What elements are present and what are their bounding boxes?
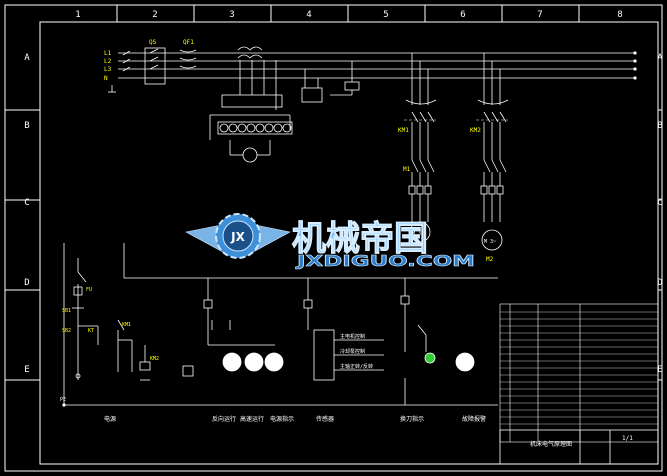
zone-number: 4 (306, 10, 311, 20)
bus-label-l1: L1 (104, 50, 112, 57)
zone-letter: C (657, 198, 662, 208)
relay-text: 冷却泵控制 (340, 348, 365, 355)
zone-letters-right: A B C D E (657, 53, 663, 375)
label-km2-coil: KM2 (150, 356, 159, 362)
drawing-frame (4, 4, 663, 472)
control-labels-left: FU SB1 SB2 KT KM1 KM2 (62, 287, 159, 362)
title-main: 机床电气原理图 (530, 440, 572, 448)
indicator-lamps-1 (222, 352, 284, 372)
lamp-branch-2 (400, 278, 427, 405)
relay-module (303, 278, 384, 381)
motor-2-label: M 3~ (484, 239, 496, 245)
zone-letter: C (24, 198, 29, 208)
zone-number: 8 (617, 10, 622, 20)
label-qs: QS (149, 39, 157, 46)
motor-1-symbol (409, 221, 431, 243)
label-high-speed-run: 高速运行 (240, 415, 264, 423)
label-fu: FU (86, 287, 92, 293)
zone-letter: A (657, 53, 663, 63)
fault-lamp (455, 352, 475, 372)
zone-ticks-side (5, 109, 662, 381)
label-km1-coil: KM1 (122, 322, 131, 328)
label-m1: M1 (403, 166, 411, 173)
label-qf: QF1 (183, 39, 194, 46)
main-switch-qs (108, 47, 166, 93)
zone-number: 2 (152, 10, 157, 20)
label-km2: KM2 (470, 127, 481, 134)
zone-letters-left: A B C D E (24, 53, 30, 375)
motor-2-symbol (481, 229, 503, 251)
zone-letter: D (24, 278, 29, 288)
zone-numbers-top: 1 2 3 4 5 6 7 8 (75, 10, 622, 20)
zone-number: 7 (537, 10, 542, 20)
relay-text: 主电机控制 (340, 333, 365, 340)
label-km1: KM1 (398, 127, 409, 134)
label-power-indicator: 电源指示 (270, 415, 294, 423)
bottom-labels: 电源 反向运行 高速运行 电源指示 传感器 换刀指示 故障报警 (104, 415, 486, 423)
relay-module-text: 主电机控制 冷却泵控制 主轴正转/反转 (340, 333, 373, 370)
zone-ticks-top (116, 5, 580, 22)
watermark-english: JXDIGUO.COM (295, 252, 475, 270)
zone-letter: B (657, 121, 662, 131)
logo-letters: JX (230, 230, 245, 244)
watermark-logo: JX (185, 213, 291, 259)
lamp-branch-1 (203, 278, 275, 346)
title-sheet: 1/1 (622, 435, 633, 442)
power-bus (118, 52, 635, 79)
relay-text: 主轴正转/反转 (340, 363, 373, 370)
control-branch-left (72, 258, 194, 381)
zone-number: 6 (460, 10, 465, 20)
title-block-rows (500, 311, 658, 425)
zone-number: 3 (229, 10, 234, 20)
zone-letter: D (657, 278, 662, 288)
meter-circle (229, 140, 271, 163)
breaker-qf (179, 49, 197, 69)
bus-end-markers (633, 51, 637, 80)
green-indicator-lamp (424, 352, 436, 364)
motor-feeder-1 (405, 53, 437, 222)
label-kt: KT (88, 328, 94, 334)
watermark-chinese: 机械帝国 (292, 219, 428, 259)
zone-letter: B (24, 121, 29, 131)
metering-block (209, 46, 291, 140)
motor-feeder-2 (477, 53, 509, 222)
label-fault: 故障报警 (462, 415, 486, 423)
ground-terminal (62, 403, 66, 407)
zone-number: 5 (383, 10, 388, 20)
title-block (499, 303, 659, 443)
zone-letter: A (24, 53, 30, 63)
label-sensor: 传感器 (316, 415, 334, 423)
bus-label-l3: L3 (104, 66, 112, 73)
zone-number: 1 (75, 10, 80, 20)
title-box (499, 429, 659, 465)
label-power-supply: 电源 (104, 415, 116, 423)
label-tool-change: 换刀指示 (400, 415, 424, 423)
label-pe: PE (60, 397, 66, 403)
meter-terminals (217, 121, 293, 135)
label-sb2: SB2 (62, 328, 71, 334)
bus-label-l2: L2 (104, 58, 112, 65)
control-rails (63, 243, 498, 406)
voltage-relay (301, 61, 360, 103)
motor-1-label: M 3~ (412, 231, 424, 237)
bus-label-n: N (104, 75, 108, 82)
label-sb1: SB1 (62, 308, 71, 314)
gear-icon (215, 213, 261, 259)
bus-labels: L1 L2 L3 N (104, 50, 112, 82)
zone-letter: E (24, 365, 29, 375)
label-m2: M2 (486, 256, 494, 263)
zone-letter: E (657, 365, 662, 375)
label-reverse-run: 反向运行 (212, 415, 236, 423)
